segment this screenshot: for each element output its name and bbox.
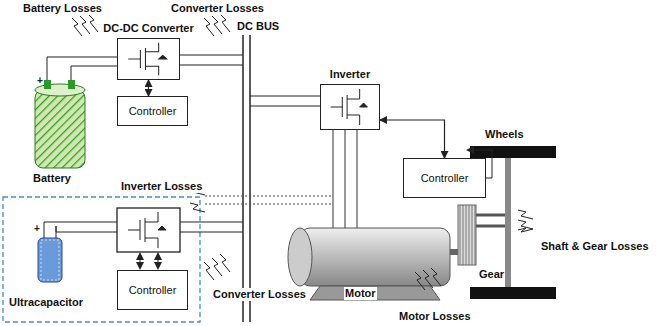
box-heading: DC-DC Converter [103,22,193,34]
box-heading: Inverter [330,68,370,80]
box-label: Controller [118,284,187,296]
svg-text:+: + [34,223,40,234]
box-label: Controller [118,105,187,117]
part-label: Motor Losses [398,310,472,323]
converter-box: DC-DC Converter [117,38,180,80]
part-label: Shaft & Gear Losses [540,240,650,253]
controller-box: Controller [117,96,188,126]
box-label: Controller [404,172,485,184]
mosfet-symbol [118,39,179,79]
part-label: Converter Losses [170,2,265,15]
signal-arrow [148,80,149,96]
controller-box: Controller [117,270,188,310]
part-label: Battery Losses [22,2,103,15]
signal-arrow [380,120,445,158]
mosfet-symbol [321,85,379,129]
part-label: Battery [32,172,72,185]
part-label: Converter Losses [212,288,307,301]
svg-text:+: + [37,75,43,86]
converter-box: Inverter [320,84,380,130]
part-label: Inverter Losses [120,180,203,193]
controller-box: Controller [403,158,486,198]
part-label: Wheels [484,128,525,141]
part-label: Gear [478,268,505,281]
part-label: DC BUS [236,20,280,33]
part-label: Motor [344,287,377,300]
part-label: Ultracapacitor [8,296,84,309]
